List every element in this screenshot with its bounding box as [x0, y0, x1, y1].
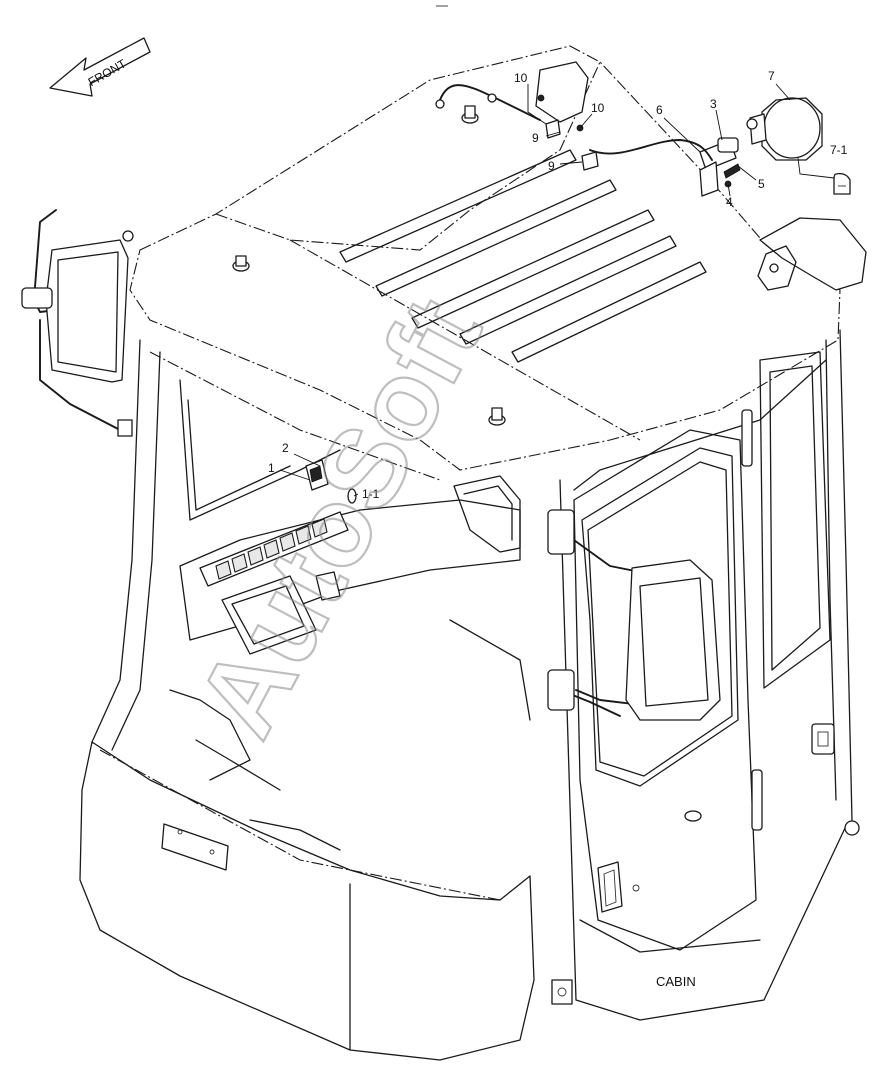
callout-10: 10	[591, 101, 605, 115]
left-mirror-assembly	[21, 209, 134, 437]
roof-hood-front	[535, 61, 589, 123]
callout-3: 3	[710, 97, 717, 111]
roof-bolts	[232, 105, 506, 426]
lamp-bracket	[699, 137, 739, 197]
wire-harness	[435, 84, 713, 161]
interior-console	[169, 499, 531, 851]
callout-4: 4	[726, 195, 733, 209]
right-mirror-assembly	[547, 509, 721, 721]
callout-7-1: 7-1	[830, 143, 848, 157]
bolt-washer	[723, 163, 741, 188]
callout-1-1: 1-1	[362, 487, 380, 501]
cabin-roof	[129, 45, 841, 471]
roof-hood-rear	[757, 217, 867, 291]
interior-switch-part	[305, 459, 357, 504]
callout-5: 5	[758, 177, 765, 191]
front-lamp	[453, 475, 521, 553]
front-label: FRONT	[86, 56, 129, 89]
cab-body	[79, 329, 860, 1061]
callout-1: 1	[268, 461, 275, 475]
callout-6: 6	[656, 103, 663, 117]
roof-ribs	[339, 149, 707, 363]
callout-7: 7	[768, 69, 775, 83]
callout-9: 9	[532, 131, 539, 145]
switch-panel	[199, 511, 349, 587]
beacon-bulb	[833, 172, 851, 195]
leader-lines	[279, 83, 835, 497]
callout-9: 9	[548, 159, 555, 173]
front-direction-arrow: FRONT	[49, 37, 151, 97]
watermark: AutoSoft	[173, 279, 505, 755]
callouts: 10 10 9 9 6 3 7 7-1 5 4 2 1 1-1	[268, 69, 848, 501]
grommets	[545, 119, 599, 171]
diagram-caption: CABIN	[656, 974, 696, 989]
callout-2: 2	[282, 441, 289, 455]
callout-10: 10	[514, 71, 528, 85]
beacon-lamp	[746, 97, 823, 161]
